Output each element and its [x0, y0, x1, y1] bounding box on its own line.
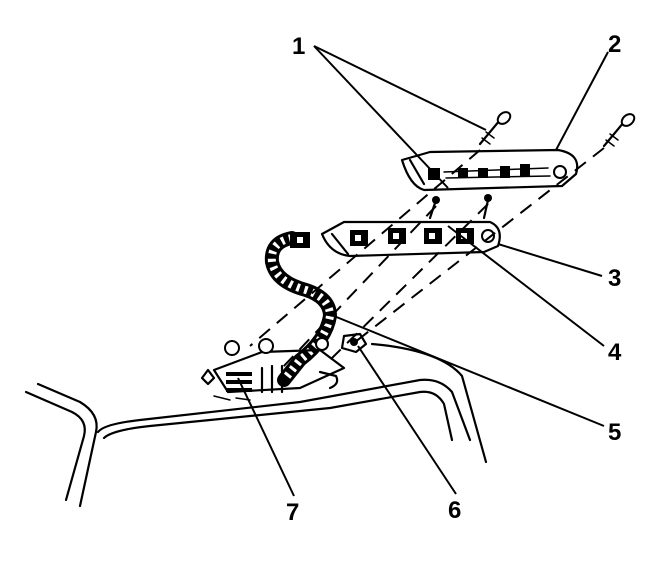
screw-left	[478, 111, 512, 146]
callout-6: 6	[448, 497, 461, 524]
callout-labels: 1 2 3 4 5 6 7	[286, 31, 622, 526]
callout-7: 7	[286, 499, 299, 526]
callout-5: 5	[608, 419, 621, 446]
screw-right	[602, 113, 636, 148]
leader-lines	[237, 45, 609, 497]
vehicle-roof-outline	[24, 342, 488, 508]
upper-lamp-housing	[400, 148, 579, 192]
callout-3: 3	[608, 265, 621, 292]
alignment-lines	[249, 147, 605, 369]
wiring-harness	[264, 231, 338, 387]
callout-1: 1	[292, 33, 305, 60]
callout-4: 4	[608, 339, 622, 366]
mounting-bracket	[200, 337, 346, 401]
callout-2: 2	[608, 31, 621, 58]
lamp-socket-assembly	[320, 194, 501, 258]
